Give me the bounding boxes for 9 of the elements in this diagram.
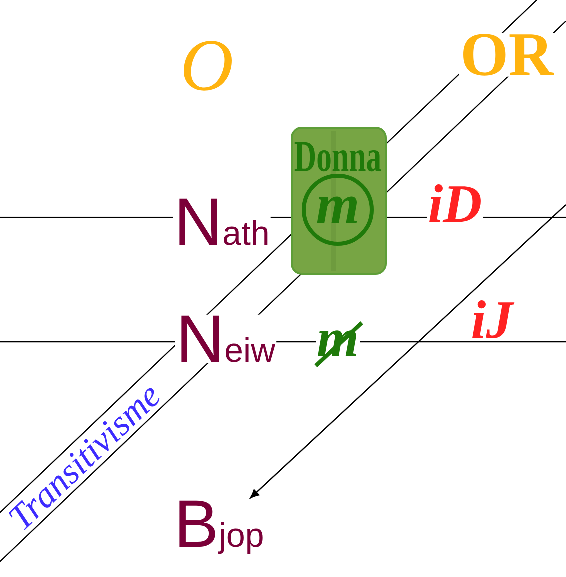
symbol-label: Neiw <box>175 314 277 364</box>
italic-label: iJ <box>470 300 515 340</box>
letter-label: OR <box>460 33 554 77</box>
arrow <box>250 204 566 499</box>
symbol-label: Bjop <box>173 500 266 556</box>
symbol-label: Nath <box>173 198 271 246</box>
circled-letter: m <box>302 174 374 246</box>
script-letter: O <box>184 41 232 91</box>
italic-label: iD <box>427 184 484 224</box>
